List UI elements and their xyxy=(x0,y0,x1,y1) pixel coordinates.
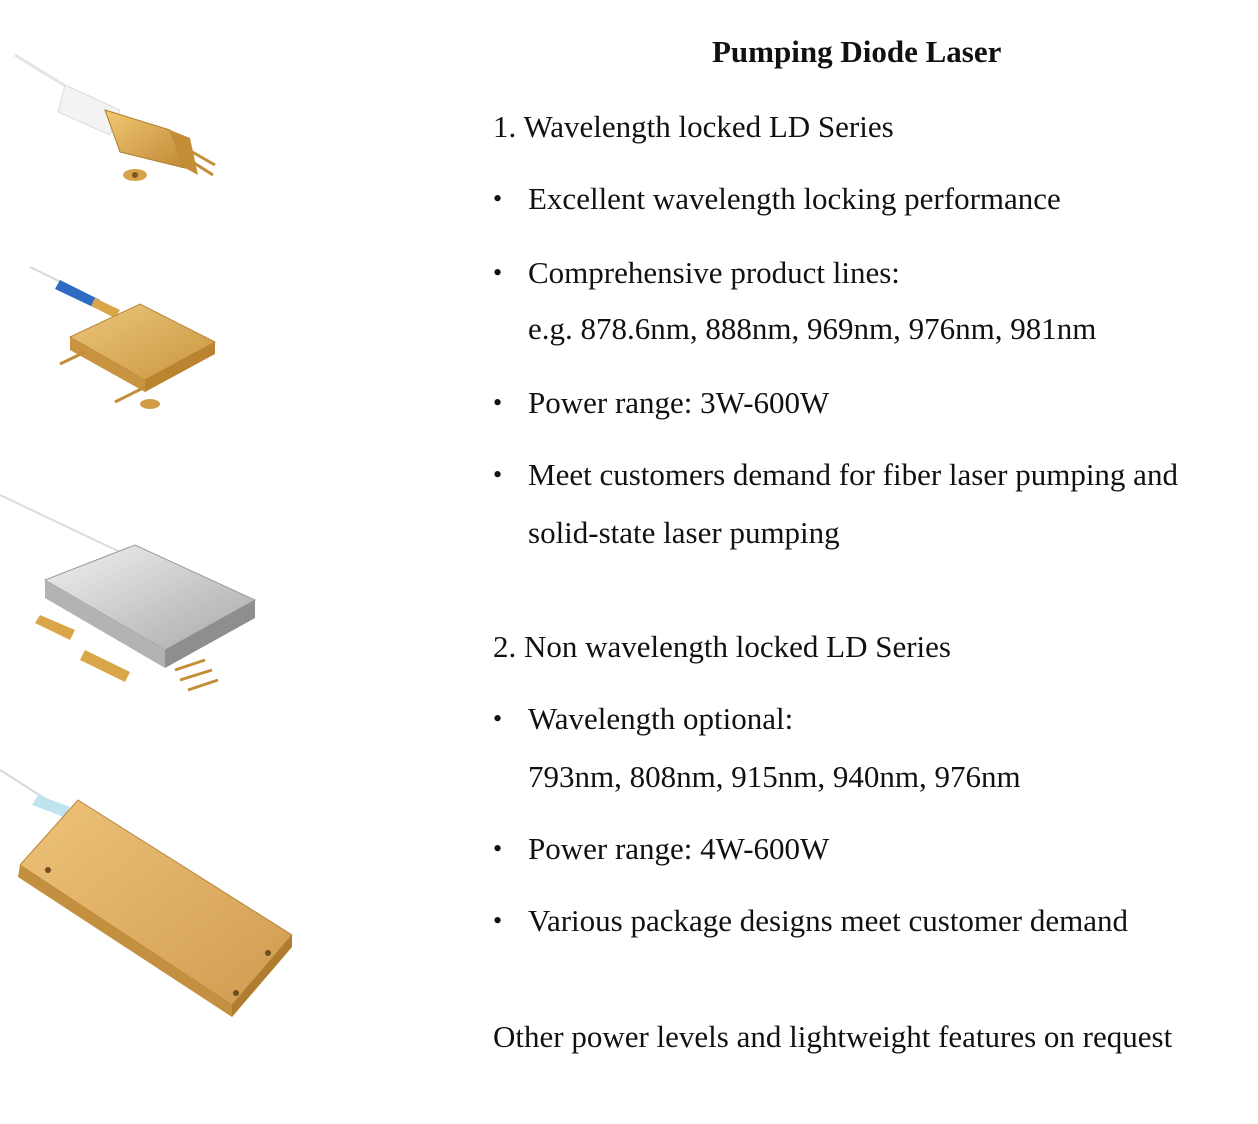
section2-bullet-package-designs: Various package designs meet customer de… xyxy=(528,903,1129,938)
silver-high-power-laser-module-image xyxy=(0,494,257,692)
fiber-coupled-laser-module-medium-image xyxy=(29,266,217,409)
butterfly-laser-module-small-image xyxy=(14,53,216,181)
bullet-marker: • xyxy=(493,834,503,863)
bullet-marker: • xyxy=(493,258,503,287)
section1-heading: 1. Wavelength locked LD Series xyxy=(493,109,894,144)
footer-note: Other power levels and lightweight featu… xyxy=(493,1019,1173,1054)
section1-wavelength-examples: e.g. 878.6nm, 888nm, 969nm, 976nm, 981nm xyxy=(528,311,1097,346)
section2-heading: 2. Non wavelength locked LD Series xyxy=(493,629,951,664)
section1-bullet-power-range: Power range: 3W-600W xyxy=(528,385,830,420)
section1-bullet-demand: Meet customers demand for fiber laser pu… xyxy=(528,457,1178,492)
section2-bullet-wavelength-optional: Wavelength optional: xyxy=(528,701,794,736)
bullet-marker: • xyxy=(493,388,503,417)
section1-bullet-locking: Excellent wavelength locking performance xyxy=(528,181,1061,216)
bullet-marker: • xyxy=(493,460,503,489)
section1-demand-continuation: solid-state laser pumping xyxy=(528,515,840,550)
gold-plate-laser-module-large-image xyxy=(0,769,293,1017)
page-title: Pumping Diode Laser xyxy=(712,34,1002,69)
section1-bullet-product-lines: Comprehensive product lines: xyxy=(528,255,900,290)
bullet-marker: • xyxy=(493,906,503,935)
section2-bullet-power-range: Power range: 4W-600W xyxy=(528,831,830,866)
bullet-marker: • xyxy=(493,184,503,213)
section2-wavelength-list: 793nm, 808nm, 915nm, 940nm, 976nm xyxy=(528,759,1021,794)
bullet-marker: • xyxy=(493,704,503,733)
